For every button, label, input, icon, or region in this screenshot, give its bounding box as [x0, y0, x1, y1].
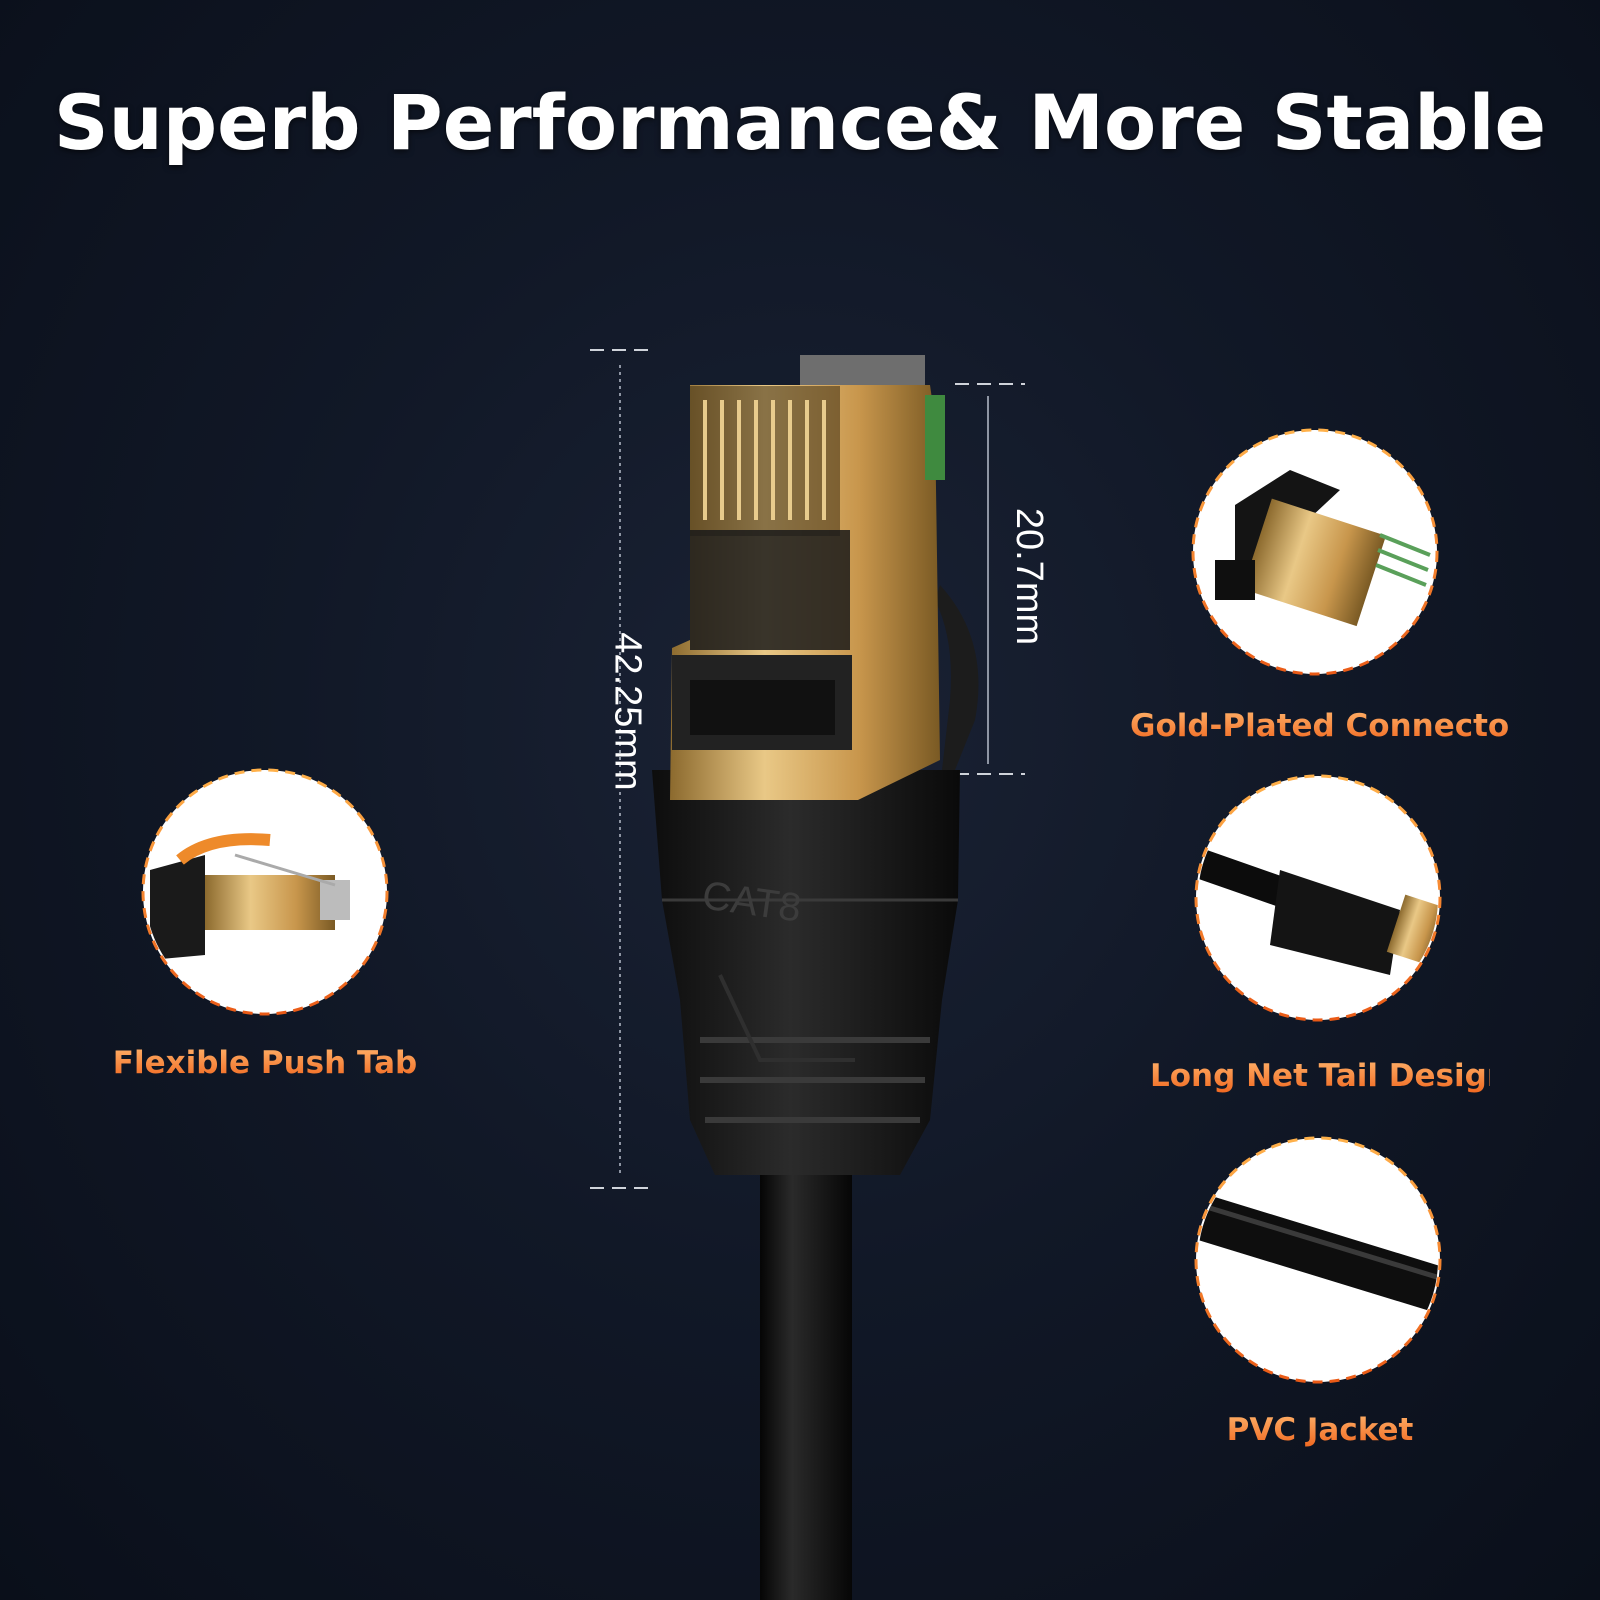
ethernet-connector: CAT8	[652, 355, 979, 1600]
feature-circle-push-tab	[141, 768, 389, 1016]
cable-jacket	[760, 1160, 852, 1600]
label-pvc-jacket: PVC Jacket	[1220, 1412, 1420, 1448]
label-long-net-tail: Long Net Tail Design	[1150, 1058, 1509, 1094]
label-flexible-push-tab: Flexible Push Tab	[105, 1045, 425, 1081]
push-tab	[935, 585, 979, 770]
feature-circle-pvc-jacket	[1194, 1136, 1442, 1384]
dimension-guides	[590, 349, 1025, 1189]
feature-circle-gold-connector	[1191, 428, 1439, 676]
label-gold-plated-connector: Gold-Plated Connector	[1130, 708, 1525, 744]
headline: Superb Performance& More Stable	[53, 78, 1547, 167]
connector-boot	[652, 770, 960, 1175]
dimension-head-length: 20.7mm	[1008, 507, 1051, 646]
dimension-total-length: 42.25mm	[606, 632, 649, 791]
feature-circle-net-tail	[1194, 774, 1442, 1022]
